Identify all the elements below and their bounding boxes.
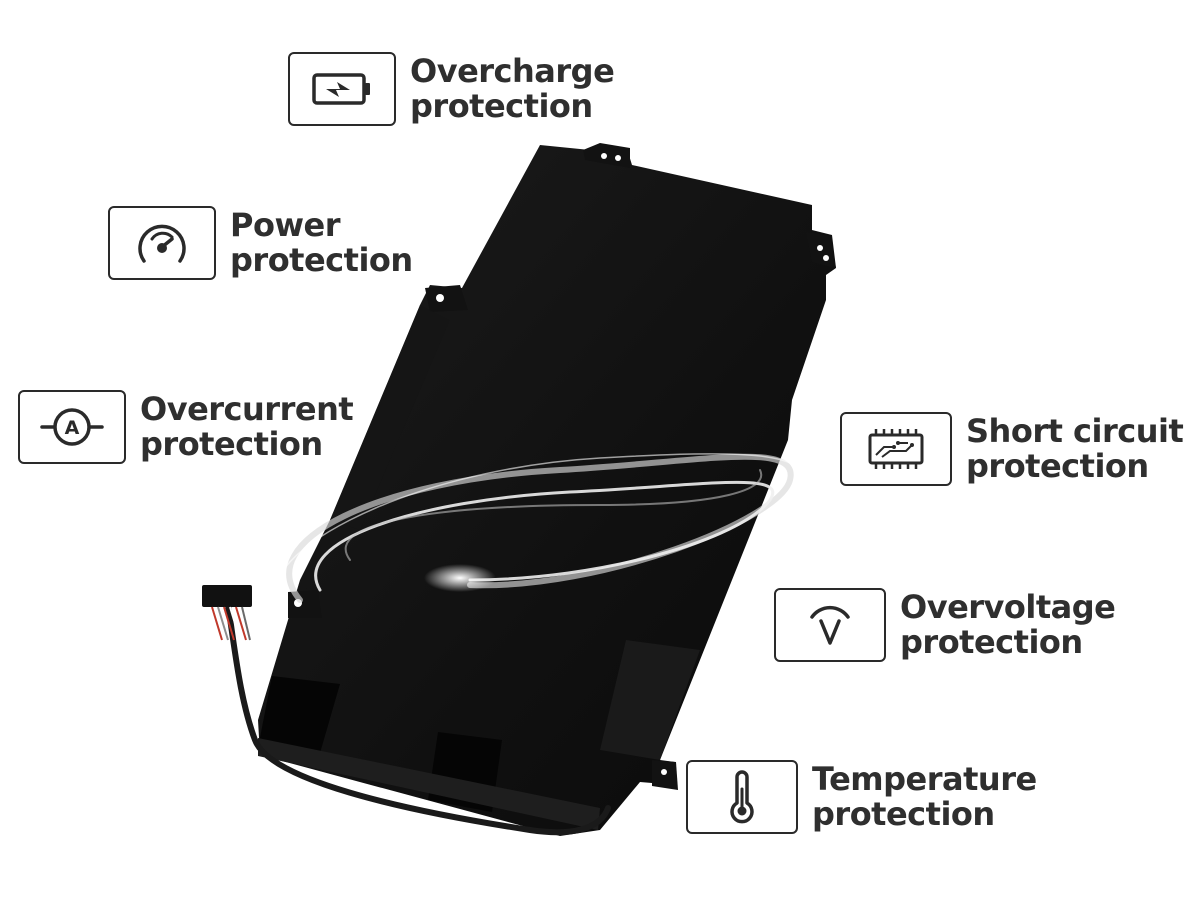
- feature-subtitle: protection: [966, 447, 1149, 485]
- battery-charge-icon: [312, 73, 370, 105]
- feature-title: Temperature: [812, 760, 1037, 798]
- feature-title: Overvoltage: [900, 588, 1116, 626]
- gauge-icon: [138, 224, 186, 263]
- voltage-icon: [810, 605, 850, 645]
- feature-subtitle: protection: [812, 795, 995, 833]
- ammeter-icon: A: [40, 408, 104, 446]
- thermometer-icon: [730, 770, 754, 824]
- feature-label: Overvoltage protection: [900, 588, 1116, 661]
- icon-box: A: [18, 390, 126, 464]
- feature-subtitle: protection: [140, 425, 323, 463]
- feature-subtitle: protection: [410, 87, 593, 125]
- feature-subtitle: protection: [900, 623, 1083, 661]
- icon-box: [686, 760, 798, 834]
- feature-label: Power protection: [230, 208, 413, 278]
- feature-title: Overcurrent: [140, 390, 354, 428]
- feature-label: Overcharge protection: [410, 52, 615, 125]
- feature-temperature: Temperature protection: [686, 760, 1037, 834]
- feature-title: Overcharge: [410, 52, 615, 90]
- icon-box: [840, 412, 952, 486]
- feature-short-circuit: Short circuit protection: [840, 412, 1184, 486]
- svg-text:A: A: [65, 417, 80, 439]
- icon-box: [774, 588, 886, 662]
- feature-title: Power: [230, 206, 340, 244]
- feature-label: Overcurrent protection: [140, 390, 354, 463]
- icon-box: [108, 206, 216, 280]
- feature-label: Temperature protection: [812, 762, 1037, 832]
- feature-overvoltage: Overvoltage protection: [774, 588, 1116, 662]
- feature-label: Short circuit protection: [966, 412, 1184, 485]
- feature-power: Power protection: [108, 206, 413, 280]
- feature-overcharge: Overcharge protection: [288, 52, 615, 126]
- icon-box: [288, 52, 396, 126]
- feature-overcurrent: A Overcurrent protection: [18, 390, 354, 464]
- feature-subtitle: protection: [230, 241, 413, 279]
- circuit-board-icon: [868, 429, 924, 469]
- feature-title: Short circuit: [966, 412, 1184, 450]
